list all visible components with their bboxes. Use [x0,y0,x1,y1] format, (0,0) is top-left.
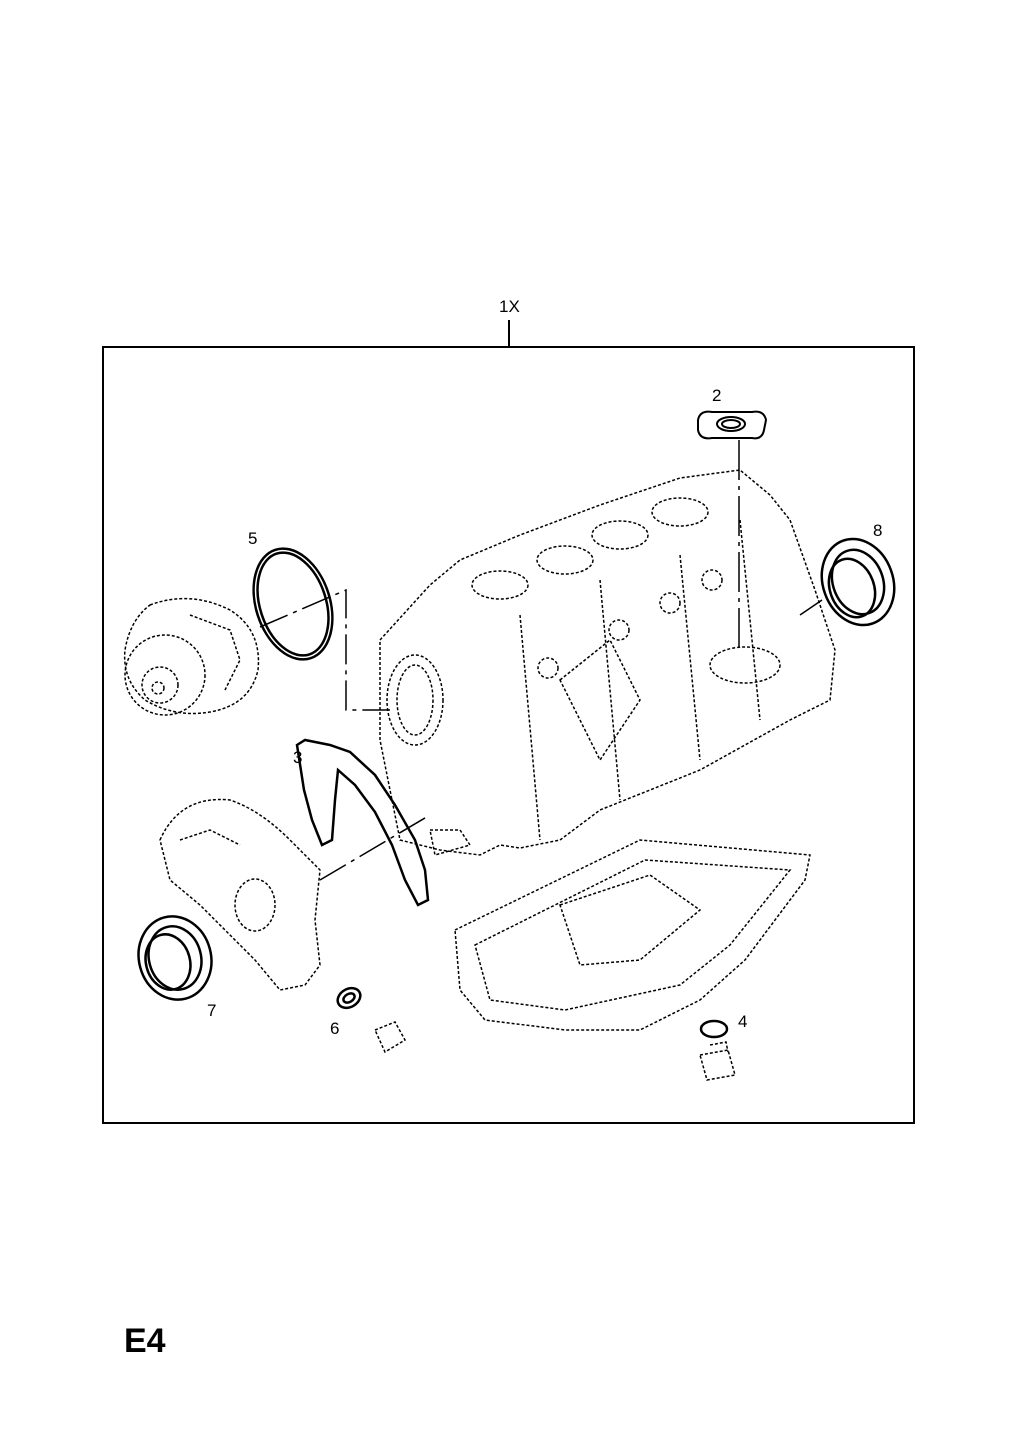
gasket-flange-part [697,410,768,440]
rear-seal-carrier-gasket-part [295,738,430,907]
page-code: E4 [124,1322,166,1360]
kit-callout-label: 1X [499,297,520,316]
water-pump-o-ring-part [252,547,334,661]
callout-6: 6 [330,1019,340,1038]
oil-pump-part [159,798,321,991]
kit-frame [102,346,915,1124]
drain-plug-seal-ring-part [699,1019,729,1039]
callout-4: 4 [738,1012,748,1031]
callout-7: 7 [207,1001,217,1020]
leader-8 [799,599,823,616]
crankshaft-rear-oil-seal-part [820,537,896,627]
callout-5: 5 [248,529,258,548]
drain-plug-part [699,1041,736,1081]
oil-seal-small-part [336,986,362,1010]
callout-8: 8 [873,521,883,540]
water-pump-part [123,597,260,716]
oil-sump-part [454,839,811,1031]
sender-plug-part [373,1021,407,1054]
crankshaft-front-oil-seal-part [137,915,213,1001]
leader-5 [259,588,390,711]
callout-3: 3 [293,748,303,767]
callout-2: 2 [712,386,722,405]
leader-3 [319,814,431,881]
engine-block-part [379,469,836,856]
